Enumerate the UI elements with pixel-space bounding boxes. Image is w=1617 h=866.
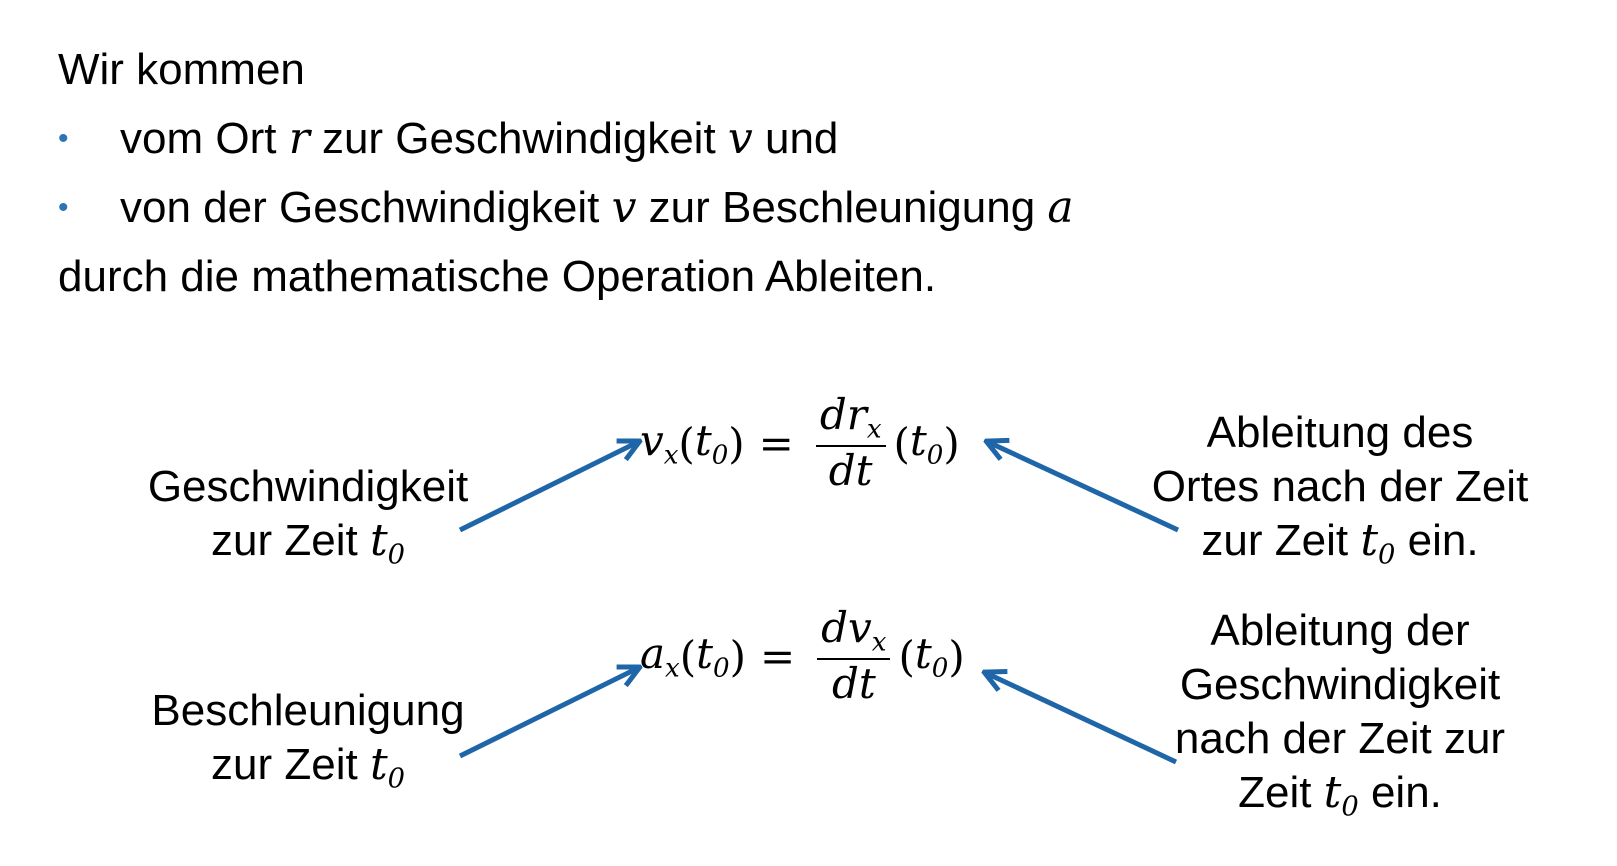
bullet-dot: •: [58, 122, 69, 155]
fraction: dvx dt: [817, 605, 891, 707]
var-r: r: [288, 113, 310, 164]
var-v: v: [727, 113, 753, 164]
var-a: a: [1047, 182, 1074, 233]
equation-acceleration: ax (t0) = dvx dt (t0): [640, 602, 965, 709]
arrow-left-acceleration: [458, 668, 638, 759]
arrow-right-velocity: [988, 442, 1180, 533]
arrow-left-velocity: [458, 442, 638, 533]
right-label-velocity-derivative: Ableitung der Geschwindigkeit nach der Z…: [1174, 606, 1506, 823]
bullet-text: von der Geschwindigkeit v zur Beschleuni…: [120, 182, 1074, 233]
bullet-text: vom Ort r zur Geschwindigkeit v und: [120, 113, 839, 164]
var-v: v: [611, 182, 637, 233]
right-label-position-derivative: Ableitung des Ortes nach der Zeit zur Ze…: [1151, 408, 1529, 571]
equation-velocity: vx (t0) = drx dt (t0): [640, 389, 960, 496]
left-label-velocity: Geschwindigkeit zur Zeit t0: [147, 462, 469, 571]
fraction: drx dt: [815, 392, 886, 494]
arrow-right-acceleration: [986, 673, 1178, 765]
bullet-item-2: • von der Geschwindigkeit v zur Beschleu…: [58, 182, 1158, 236]
bullet-item-1: • vom Ort r zur Geschwindigkeit v und: [58, 113, 1158, 167]
bullet-dot: •: [58, 191, 69, 224]
conclusion-text: durch die mathematische Operation Ableit…: [58, 252, 937, 301]
intro-text: Wir kommen: [58, 45, 305, 94]
left-label-acceleration: Beschleunigung zur Zeit t0: [151, 686, 465, 795]
